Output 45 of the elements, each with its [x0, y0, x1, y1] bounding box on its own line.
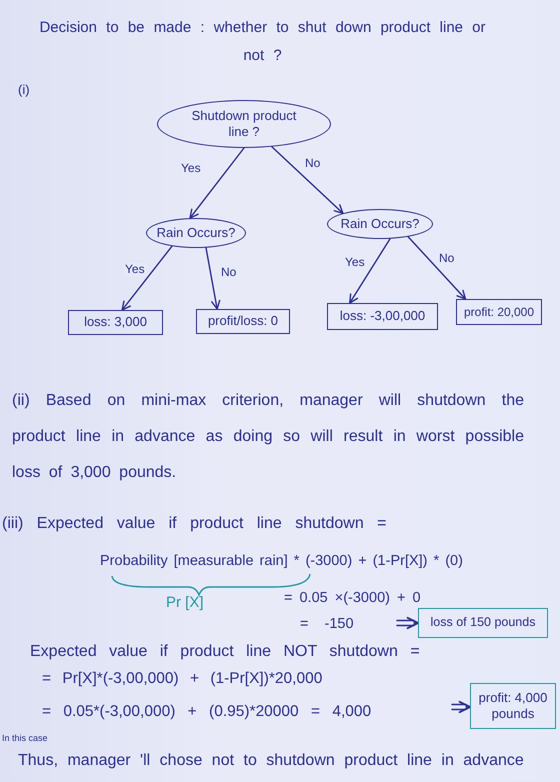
double-arrow	[396, 616, 419, 630]
arrow	[205, 247, 220, 310]
outcome-box	[68, 310, 163, 335]
double-arrow	[451, 700, 471, 714]
node-label: Rain Occurs?	[340, 216, 420, 232]
node-label: loss: -3,00,000	[340, 308, 426, 325]
edge-label: Yes	[344, 256, 366, 270]
decision-ellipse	[327, 209, 433, 239]
node-label: loss: 3,000	[84, 314, 147, 331]
node-label: profit/loss: 0	[208, 313, 278, 330]
edge-label: No	[438, 252, 456, 266]
outcome-box	[456, 299, 542, 325]
node-label: profit: 20,000	[464, 304, 534, 320]
result-box	[470, 683, 556, 729]
equation-line: = 0.05 ×(-3000) + 0	[284, 590, 421, 608]
page-title: Decision to be made : whether to shut down product line or not ?	[38, 18, 487, 66]
decision-ellipse	[146, 218, 246, 248]
edge-label: Yes	[124, 263, 146, 276]
brace-label: Pr [X]	[166, 594, 204, 612]
outcome-box	[196, 309, 290, 334]
equation-line: Probability [measurable rain] * (-3000) + (1-Pr[X]) * (0)	[100, 553, 463, 570]
arrow	[349, 238, 391, 304]
conclusion-sentence: Thus, manager 'll chose not to shutdown product line in advance	[18, 751, 524, 770]
edge-label: No	[220, 266, 238, 280]
arrow	[407, 236, 466, 300]
node-label: Shutdown product line ?	[190, 108, 298, 140]
node-label: Rain Occurs?	[156, 224, 236, 242]
arrow	[121, 245, 173, 311]
section-number: (i)	[18, 82, 30, 98]
arrow	[271, 146, 344, 214]
equation-line: = -150	[300, 616, 354, 634]
equation-line: = 0.05*(-3,00,000) + (0.95)*20000 = 4,000	[42, 703, 372, 722]
equation-heading: Expected value if product line NOT shutdown =	[30, 642, 420, 662]
outcome-box	[327, 303, 438, 330]
equation-heading: (iii) Expected value if product line shutdown =	[2, 514, 387, 534]
edge-label: Yes	[180, 162, 202, 176]
node-label: loss of 150 pounds	[430, 615, 536, 631]
result-box	[418, 608, 548, 638]
answer-paragraph: (ii) Based on mini-max criterion, manager will shutdown the product line in advance as doing so will result in worst possible loss of 3,000 pounds.	[12, 391, 524, 483]
node-label: profit: 4,000 pounds	[478, 690, 548, 722]
margin-note: In this case	[2, 733, 48, 744]
arrow	[189, 147, 245, 219]
equation-line: = Pr[X]*(-3,00,000) + (1-Pr[X])*20,000	[42, 670, 322, 689]
edge-label: No	[304, 157, 322, 170]
decision-ellipse	[157, 100, 331, 148]
